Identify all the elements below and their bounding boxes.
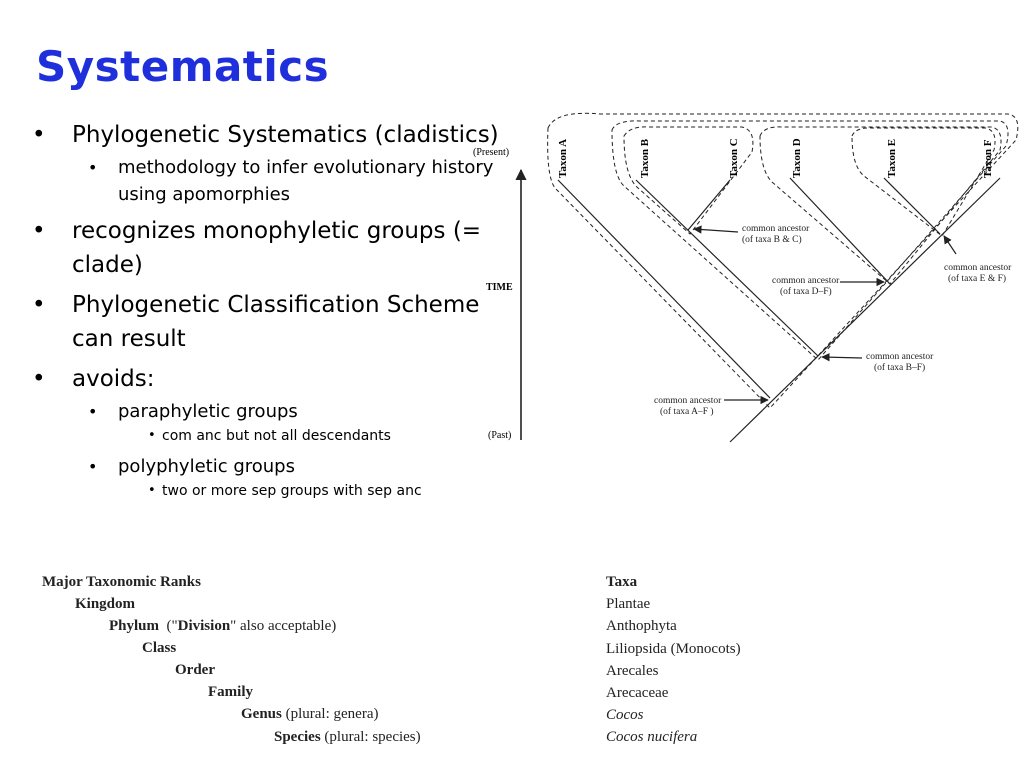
past-label: (Past) xyxy=(488,430,511,441)
sub-sub-bullet-paraphyletic-def: • com anc but not all descendants xyxy=(72,425,510,447)
bullet-text: Phylogenetic Classification Scheme can r… xyxy=(72,292,480,352)
bullet-marker: • xyxy=(148,483,156,498)
rank-species-note: (plural: species) xyxy=(324,729,421,745)
clade-outline-b-c xyxy=(623,126,754,235)
bullet-text: two or more sep groups with sep anc xyxy=(162,483,422,499)
taxon-label-b: Taxon B xyxy=(639,138,651,178)
sub-sub-bullet-polyphyletic-def: • two or more sep groups with sep anc xyxy=(72,480,510,502)
taxon-label-d: Taxon D xyxy=(791,138,803,178)
cladogram-diagram: (Present) TIME (Past) Taxon A Taxon B Ta… xyxy=(473,112,1019,443)
bullet-marker: • xyxy=(148,428,156,443)
bullet-text: polyphyletic groups xyxy=(118,456,295,477)
sub-bullet-polyphyletic: • polyphyletic groups xyxy=(72,453,510,480)
taxonomic-ranks-list: Major Taxonomic Ranks Kingdom Phylum ("D… xyxy=(42,574,982,754)
bullet-phylogenetic-systematics: • Phylogenetic Systematics (cladistics) … xyxy=(30,118,510,208)
clade-outline-d-f xyxy=(759,126,1002,285)
bullet-marker: • xyxy=(32,218,46,244)
rank-class: Class xyxy=(142,640,177,656)
ancestor-af-line2: (of taxa A–F ) xyxy=(660,406,714,417)
bullet-monophyletic-groups: • recognizes monophyletic groups (= clad… xyxy=(30,214,510,282)
ranks-header: Major Taxonomic Ranks xyxy=(42,574,201,590)
taxon-label-e: Taxon E xyxy=(886,139,898,178)
bullet-text: recognizes monophyletic groups (= clade) xyxy=(72,218,482,278)
bullet-text: avoids: xyxy=(72,366,155,392)
sub-bullet-methodology: • methodology to infer evolutionary hist… xyxy=(72,154,510,208)
ancestor-bc-line2: (of taxa B & C) xyxy=(742,234,802,245)
rank-family: Family xyxy=(208,684,253,700)
bullet-marker: • xyxy=(88,402,98,421)
arrow-ancestor-bc xyxy=(693,225,739,234)
bullet-marker: • xyxy=(88,158,98,177)
taxon-label-a: Taxon A xyxy=(557,139,569,178)
bullet-marker: • xyxy=(32,122,46,148)
rank-genus: Genus xyxy=(241,706,282,722)
bullet-text: Phylogenetic Systematics (cladistics) xyxy=(72,122,499,148)
taxa-species: Cocos nucifera xyxy=(606,729,698,746)
rank-phylum-note-division: Division xyxy=(177,618,231,634)
bullet-marker: • xyxy=(32,292,46,318)
bullet-marker: • xyxy=(32,366,46,392)
ancestor-bc-line1: common ancestor xyxy=(742,224,810,234)
rank-order: Order xyxy=(175,662,215,678)
bullet-list: • Phylogenetic Systematics (cladistics) … xyxy=(30,118,510,508)
arrow-ancestor-ef xyxy=(943,235,957,255)
bullet-text: com anc but not all descendants xyxy=(162,428,391,444)
arrow-ancestor-bf xyxy=(821,352,863,362)
ancestor-bf-line1: common ancestor xyxy=(866,352,934,362)
clade-outline-a-f xyxy=(547,112,1019,409)
bullet-text: paraphyletic groups xyxy=(118,401,298,422)
taxa-order: Arecales xyxy=(606,662,659,679)
sub-bullet-paraphyletic: • paraphyletic groups xyxy=(72,398,510,425)
rank-genus-note: (plural: genera) xyxy=(285,706,379,722)
clade-outline-e-f xyxy=(851,127,996,237)
ancestor-df-line2: (of taxa D–F) xyxy=(780,286,832,297)
bullet-classification-scheme: • Phylogenetic Classification Scheme can… xyxy=(30,288,510,356)
rank-phylum-note-pre: (" xyxy=(166,618,178,634)
taxa-kingdom: Plantae xyxy=(606,596,651,613)
tree-branches xyxy=(557,177,1001,443)
taxon-label-f: Taxon F xyxy=(982,139,994,178)
taxa-phylum: Anthophyta xyxy=(606,618,677,635)
rank-kingdom: Kingdom xyxy=(75,596,136,612)
rank-species: Species xyxy=(274,729,321,745)
present-label: (Present) xyxy=(473,147,509,158)
bullet-marker: • xyxy=(88,457,98,476)
rank-phylum: Phylum xyxy=(109,618,160,634)
taxa-family: Arecaceae xyxy=(606,684,669,701)
ancestor-af-line1: common ancestor xyxy=(654,396,722,406)
taxa-class: Liliopsida (Monocots) xyxy=(606,640,741,657)
slide-title: Systematics xyxy=(36,42,330,91)
ancestor-df-line1: common ancestor xyxy=(772,276,840,286)
bullet-text: methodology to infer evolutionary histor… xyxy=(118,157,494,205)
taxon-label-c: Taxon C xyxy=(728,138,740,178)
ancestor-ef-line1: common ancestor xyxy=(944,263,1012,273)
rank-phylum-note-post: " also acceptable) xyxy=(230,618,337,634)
time-label: TIME xyxy=(486,282,513,293)
taxa-header: Taxa xyxy=(606,574,638,590)
ancestor-ef-line2: (of taxa E & F) xyxy=(948,273,1006,284)
clade-outline-b-f xyxy=(611,120,1009,361)
bullet-avoids: • avoids: • paraphyletic groups • com an… xyxy=(30,362,510,502)
ancestor-bf-line2: (of taxa B–F) xyxy=(874,362,925,373)
taxa-genus: Cocos xyxy=(606,707,644,724)
taxa-example-list: Taxa Plantae Anthophyta Liliopsida (Mono… xyxy=(606,574,741,752)
